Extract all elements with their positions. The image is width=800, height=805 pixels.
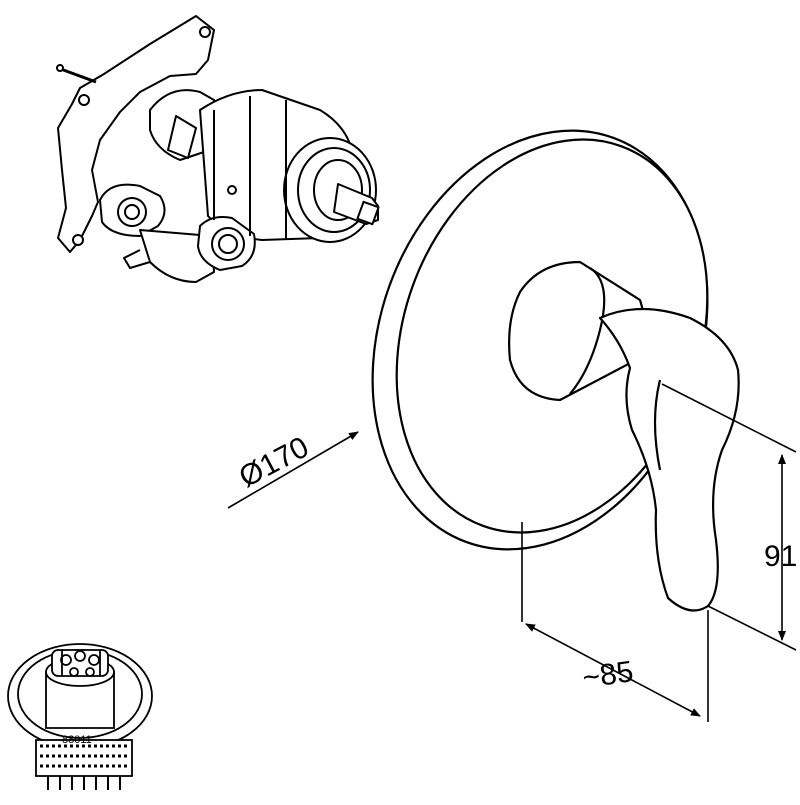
diameter-label: Ø170 — [234, 431, 314, 495]
lever-handle — [508, 260, 740, 612]
cartridge-thumbnail — [7, 643, 153, 790]
height-dimension — [661, 383, 797, 651]
concealed-valve-body — [56, 15, 380, 283]
height-label: 91 — [764, 540, 797, 573]
part-number-label: 88011 — [62, 734, 92, 746]
depth-dimension — [521, 522, 709, 722]
diameter-dimension — [227, 431, 359, 509]
depth-label: ~85 — [580, 655, 635, 695]
